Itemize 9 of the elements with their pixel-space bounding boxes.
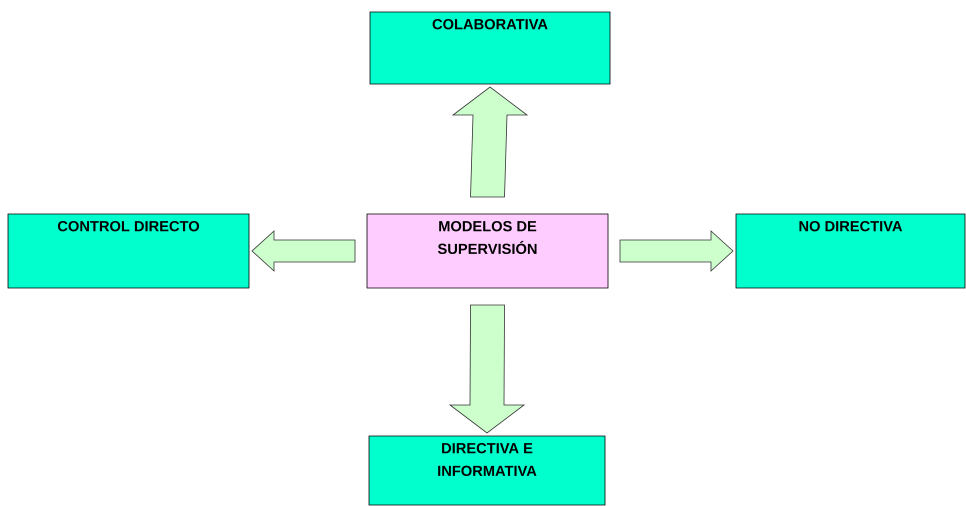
- category-box: CONTROL DIRECTO: [8, 214, 250, 288]
- block-arrow: [452, 86, 528, 198]
- category-box: DIRECTIVA E INFORMATIVA: [368, 436, 606, 506]
- block-arrow: [251, 230, 356, 272]
- category-box: NO DIRECTIVA: [736, 214, 966, 288]
- category-box: COLABORATIVA: [370, 12, 610, 84]
- block-arrow: [448, 304, 526, 434]
- block-arrow: [620, 230, 734, 272]
- central-box: MODELOS DE SUPERVISIÓN: [366, 214, 608, 288]
